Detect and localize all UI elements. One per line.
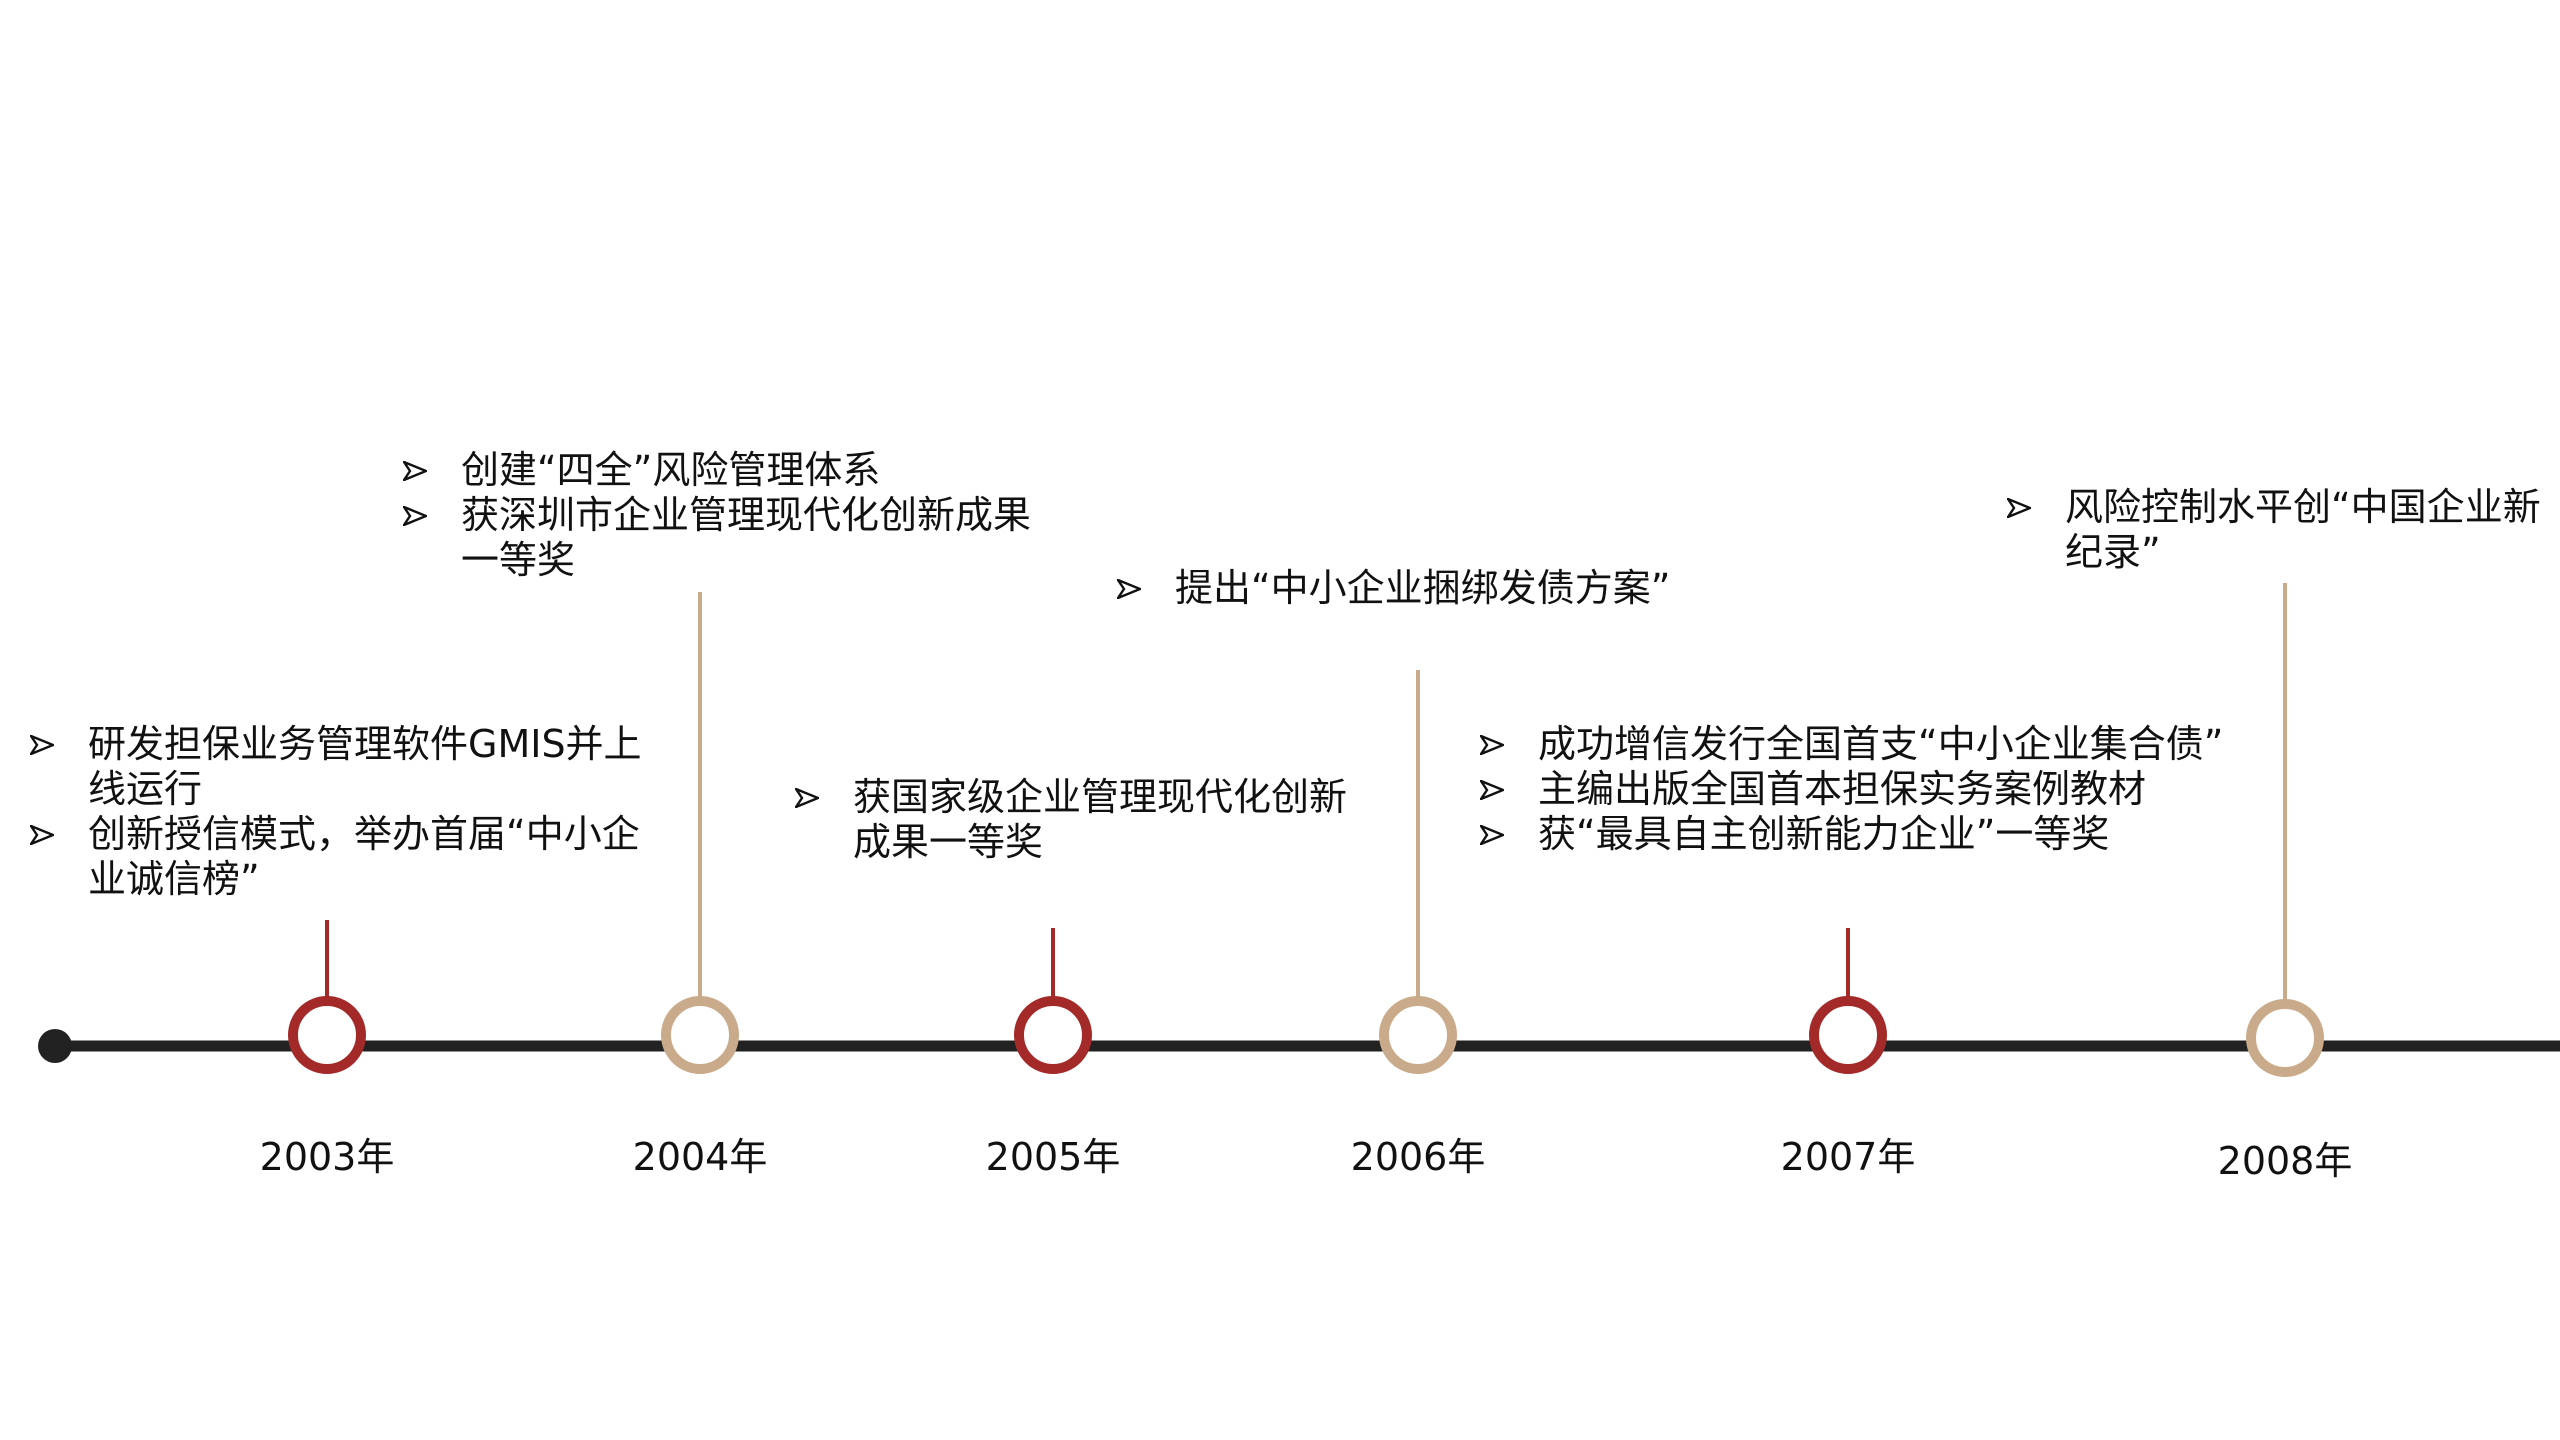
- arrow-bullet-icon: [1480, 780, 1504, 800]
- event-item: 主编出版全国首本担保实务案例教材: [1480, 767, 2300, 812]
- year-label: 2005年: [985, 1135, 1121, 1179]
- event-text: 获深圳市企业管理现代化创新成果一等奖: [461, 493, 1032, 582]
- arrow-bullet-icon: [1480, 825, 1504, 845]
- milestone-marker: [2246, 999, 2324, 1077]
- event-item: 提出“中小企业捆绑发债方案”: [1117, 566, 1797, 611]
- milestone-marker: [661, 996, 739, 1074]
- year-label: 2004年: [632, 1135, 768, 1179]
- event-text: 创新授信模式，举办首届“中小企业诚信榜”: [88, 812, 640, 901]
- event-text: 研发担保业务管理软件GMIS并上线运行: [88, 722, 642, 811]
- year-label: 2003年: [259, 1135, 395, 1179]
- arrow-bullet-icon: [2007, 498, 2031, 518]
- event-text: 成功增信发行全国首支“中小企业集合债”: [1538, 722, 2224, 766]
- arrow-bullet-icon: [1480, 735, 1504, 755]
- milestone-events: 研发担保业务管理软件GMIS并上线运行创新授信模式，举办首届“中小企业诚信榜”: [30, 722, 650, 902]
- event-item: 成功增信发行全国首支“中小企业集合债”: [1480, 722, 2300, 767]
- event-item: 风险控制水平创“中国企业新纪录”: [2007, 485, 2547, 575]
- milestone-events: 获国家级企业管理现代化创新成果一等奖: [795, 775, 1355, 865]
- event-item: 获国家级企业管理现代化创新成果一等奖: [795, 775, 1355, 865]
- year-label: 2006年: [1350, 1135, 1486, 1179]
- event-text: 获“最具自主创新能力企业”一等奖: [1538, 812, 2110, 856]
- event-item: 获深圳市企业管理现代化创新成果一等奖: [403, 493, 1043, 583]
- arrow-bullet-icon: [30, 825, 54, 845]
- arrow-bullet-icon: [795, 788, 819, 808]
- milestone-events: 成功增信发行全国首支“中小企业集合债”主编出版全国首本担保实务案例教材获“最具自…: [1480, 722, 2300, 857]
- milestone-events: 风险控制水平创“中国企业新纪录”: [2007, 485, 2547, 575]
- year-label: 2007年: [1780, 1135, 1916, 1179]
- timeline-start-dot: [38, 1029, 72, 1063]
- milestone-events: 提出“中小企业捆绑发债方案”: [1117, 566, 1797, 611]
- event-item: 研发担保业务管理软件GMIS并上线运行: [30, 722, 650, 812]
- event-item: 获“最具自主创新能力企业”一等奖: [1480, 812, 2300, 857]
- event-text: 提出“中小企业捆绑发债方案”: [1175, 566, 1671, 610]
- event-item: 创新授信模式，举办首届“中小企业诚信榜”: [30, 812, 650, 902]
- milestone-marker: [1379, 996, 1457, 1074]
- milestone-marker: [1014, 996, 1092, 1074]
- event-text: 获国家级企业管理现代化创新成果一等奖: [853, 775, 1348, 864]
- milestone-events: 创建“四全”风险管理体系获深圳市企业管理现代化创新成果一等奖: [403, 448, 1043, 583]
- arrow-bullet-icon: [403, 461, 427, 481]
- milestone-marker: [1809, 996, 1887, 1074]
- event-text: 风险控制水平创“中国企业新纪录”: [2065, 485, 2541, 574]
- arrow-bullet-icon: [403, 506, 427, 526]
- event-text: 主编出版全国首本担保实务案例教材: [1538, 767, 2147, 811]
- arrow-bullet-icon: [30, 735, 54, 755]
- year-label: 2008年: [2217, 1139, 2353, 1183]
- event-item: 创建“四全”风险管理体系: [403, 448, 1043, 493]
- milestone-marker: [288, 996, 366, 1074]
- arrow-bullet-icon: [1117, 579, 1141, 599]
- event-text: 创建“四全”风险管理体系: [461, 448, 881, 492]
